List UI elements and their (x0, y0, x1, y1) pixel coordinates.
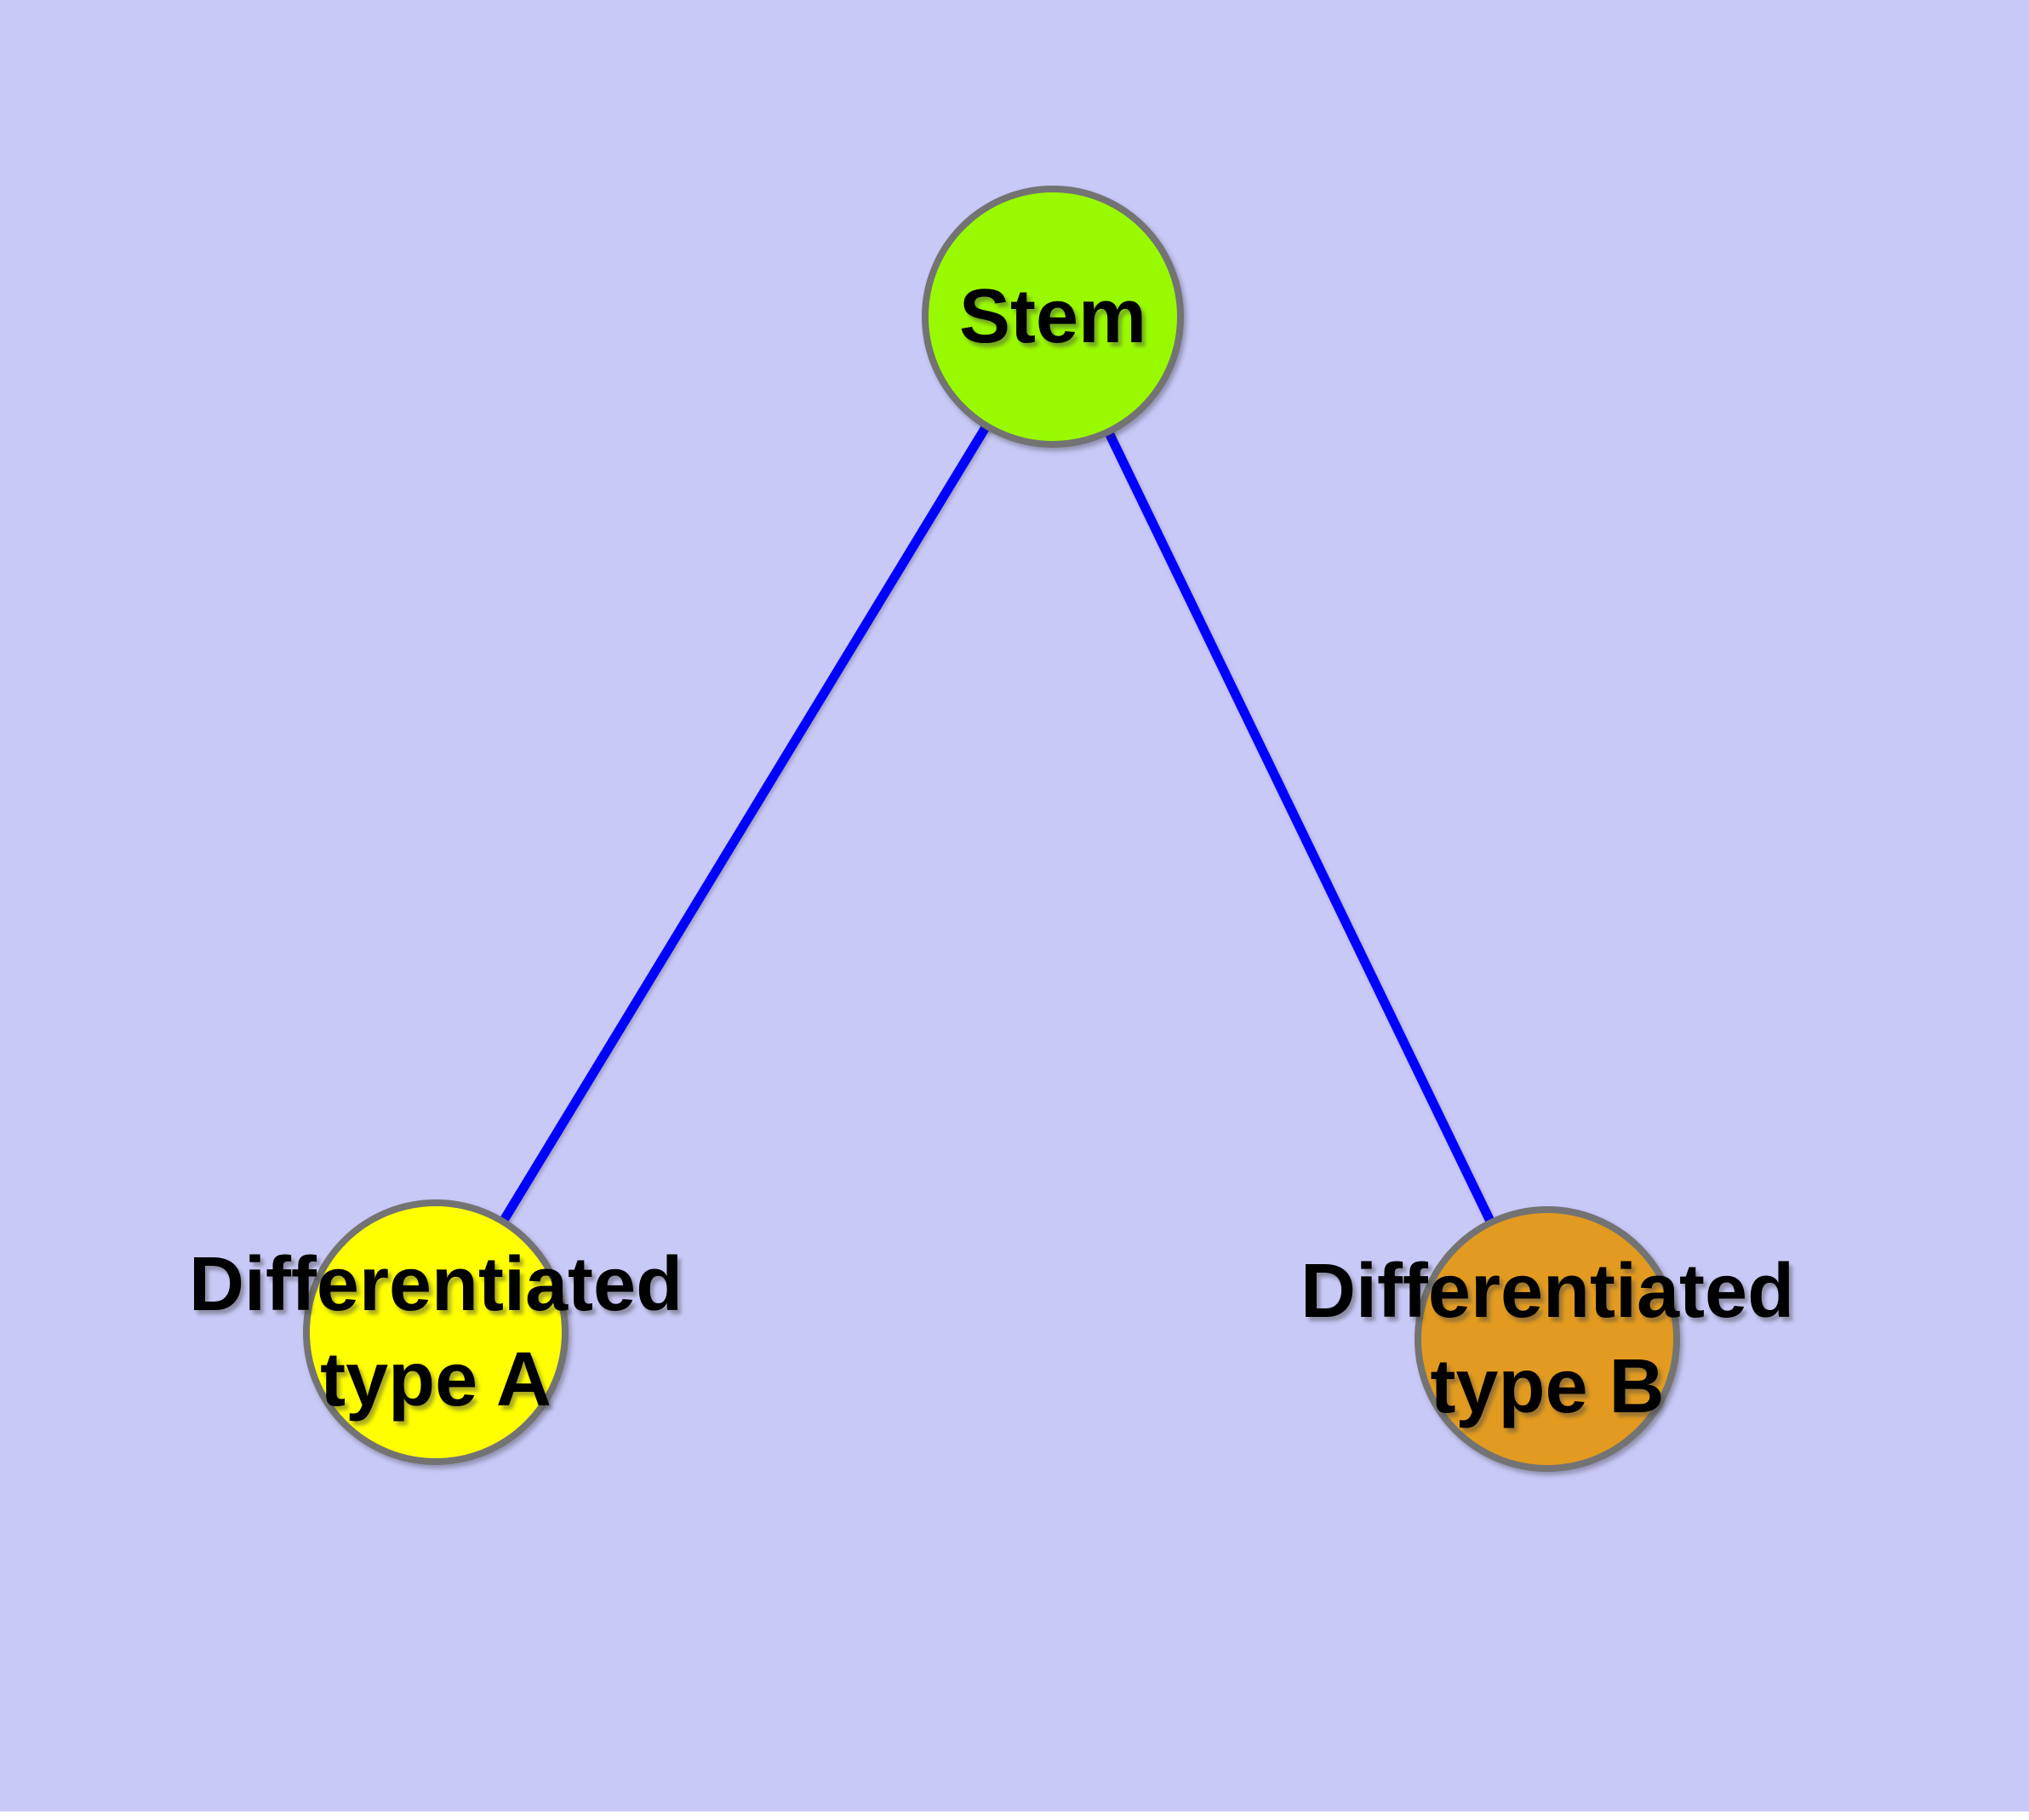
node-differentiated-type-a (303, 1199, 569, 1465)
edge-stem-to-type-a (432, 314, 1057, 1335)
node-stem (922, 186, 1184, 448)
bottom-margin-strip (0, 1811, 2029, 1816)
node-differentiated-type-b (1415, 1206, 1680, 1472)
edge-stem-to-type-b (1049, 314, 1552, 1342)
